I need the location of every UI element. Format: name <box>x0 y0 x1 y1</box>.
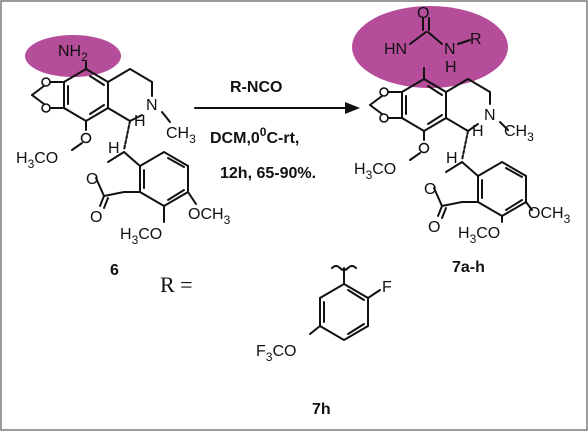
reactant-compound-number: 6 <box>110 262 119 279</box>
reactant-lactone-o: O <box>86 171 98 188</box>
product-methyl: CH3 <box>504 123 534 144</box>
reactant-structure <box>25 35 197 223</box>
reactant-amine-label: NH2 <box>58 43 88 64</box>
solvent-label: DCM,00C-rt, <box>210 125 299 147</box>
product-methoxy-right: OCH3 <box>528 205 571 226</box>
reactant-stereo-h: H <box>108 140 120 157</box>
product-nh-right-h: H <box>445 59 457 76</box>
product-carbonyl-o: O <box>428 219 440 236</box>
r-substituent-structure <box>309 265 381 342</box>
reactant-benzo-ring <box>139 150 189 208</box>
product-stereo-h: H <box>446 150 458 167</box>
product-ring-n: N <box>484 107 496 124</box>
fluoro-label: F <box>382 279 392 296</box>
amine-highlight <box>25 35 121 77</box>
reactant-methoxy-right: OCH3 <box>188 206 231 227</box>
product-nh-left: HN <box>384 41 407 58</box>
product-compound-label: 7a-h <box>452 259 485 276</box>
reaction-arrowhead <box>345 102 360 114</box>
trifluoromethoxy-label: F3CO <box>256 343 296 364</box>
reactant-ring-n: N <box>146 97 158 114</box>
aryl-ring <box>319 282 369 342</box>
product-methoxy-bottom: H3CO <box>458 225 500 246</box>
product-structure <box>352 6 533 223</box>
reactant-carbonyl-o: O <box>90 209 102 226</box>
r-equals-label: R = <box>160 272 193 297</box>
product-ring-h: H <box>472 123 484 140</box>
reactant-ring-h: H <box>134 113 146 130</box>
r-compound-label: 7h <box>312 401 331 418</box>
time-yield-label: 12h, 65-90%. <box>220 165 316 182</box>
reagent-label: R-NCO <box>230 79 282 96</box>
reactant-methoxy-left: H3CO <box>16 150 58 171</box>
product-methoxy-left: H3CO <box>354 161 396 182</box>
urea-highlight <box>352 6 508 88</box>
product-lactone-o: O <box>424 181 436 198</box>
reactant-methoxy-bottom: H3CO <box>120 226 162 247</box>
product-nh-right-n: N <box>444 41 456 58</box>
product-r-group: R <box>470 31 482 48</box>
product-benzo-ring <box>477 160 527 218</box>
reactant-methyl: CH3 <box>166 125 196 146</box>
product-urea-o: O <box>417 5 429 22</box>
